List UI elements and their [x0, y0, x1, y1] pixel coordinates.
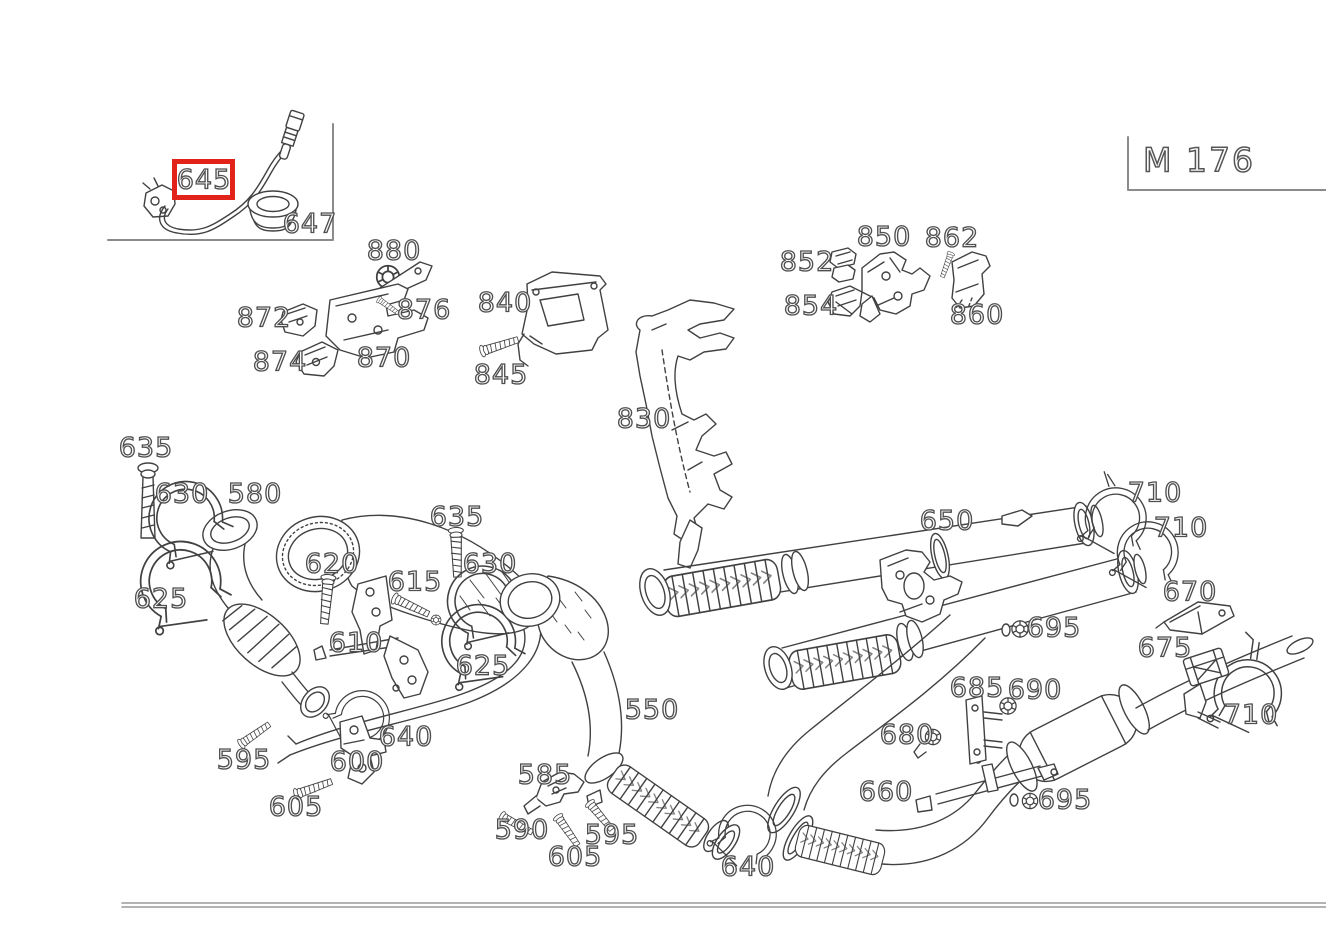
part-label-640[interactable]: 640	[378, 721, 434, 753]
drawing-part-874	[295, 341, 339, 377]
part-label-675[interactable]: 675	[1137, 632, 1193, 664]
title-frame	[1127, 136, 1326, 191]
part-label-630[interactable]: 630	[462, 548, 518, 580]
part-label-660[interactable]: 660	[858, 776, 914, 808]
drawing-part-660	[782, 635, 1314, 877]
drawing-part-647	[247, 190, 299, 232]
drawing-front-pipe-left	[202, 509, 330, 718]
part-label-670[interactable]: 670	[1162, 576, 1218, 608]
drawing-part-872	[280, 303, 318, 337]
part-label-647[interactable]: 647	[282, 208, 338, 240]
drawing-part-860	[951, 251, 991, 309]
drawing-part-695-a	[1001, 620, 1029, 638]
drawing-part-610	[313, 575, 429, 699]
drawing-part-840	[517, 271, 609, 367]
part-label-874[interactable]: 874	[252, 346, 308, 378]
drawing-part-675	[1182, 647, 1230, 687]
part-label-620[interactable]: 620	[304, 548, 360, 580]
part-label-605[interactable]: 605	[268, 791, 324, 823]
part-label-590[interactable]: 590	[494, 814, 550, 846]
part-label-862[interactable]: 862	[924, 222, 980, 254]
drawing-part-600	[339, 715, 387, 785]
part-label-585[interactable]: 585	[517, 759, 573, 791]
part-label-605[interactable]: 605	[547, 841, 603, 873]
drawing-part-680	[913, 728, 942, 759]
drawing-part-854	[827, 285, 863, 317]
part-label-685[interactable]: 685	[949, 672, 1005, 704]
part-label-876[interactable]: 876	[396, 294, 452, 326]
part-label-640[interactable]: 640	[720, 851, 776, 883]
part-label-610[interactable]: 610	[328, 627, 384, 659]
drawing-part-685	[965, 695, 1003, 765]
part-label-595[interactable]: 595	[584, 819, 640, 851]
part-label-860[interactable]: 860	[949, 299, 1005, 331]
part-label-710[interactable]: 710	[1153, 512, 1209, 544]
drawing-part-635-left	[137, 462, 159, 539]
part-label-845[interactable]: 845	[473, 359, 529, 391]
part-label-615[interactable]: 615	[387, 566, 443, 598]
part-label-690[interactable]: 690	[1007, 674, 1063, 706]
model-title: M 176	[1142, 140, 1255, 181]
part-label-870[interactable]: 870	[356, 342, 412, 374]
drawing-part-852	[829, 247, 857, 283]
drawing-part-585	[523, 771, 585, 815]
part-label-695[interactable]: 695	[1026, 612, 1082, 644]
part-label-650[interactable]: 650	[919, 505, 975, 537]
drawing-part-650	[639, 499, 1147, 834]
part-label-695[interactable]: 695	[1037, 784, 1093, 816]
part-label-850[interactable]: 850	[856, 221, 912, 253]
part-label-854[interactable]: 854	[783, 290, 839, 322]
part-label-625[interactable]: 625	[455, 650, 511, 682]
part-label-880[interactable]: 880	[366, 235, 422, 267]
part-label-625[interactable]: 625	[133, 583, 189, 615]
part-label-710[interactable]: 710	[1127, 477, 1183, 509]
part-label-635[interactable]: 635	[118, 432, 174, 464]
part-label-872[interactable]: 872	[236, 302, 292, 334]
drawing-part-850	[859, 251, 931, 323]
drawing-part-550	[499, 573, 741, 860]
part-label-630[interactable]: 630	[154, 478, 210, 510]
drawing-part-645	[142, 109, 305, 235]
part-label-600[interactable]: 600	[329, 746, 385, 778]
part-label-840[interactable]: 840	[477, 287, 533, 319]
drawing-part-870	[325, 261, 433, 359]
footer-rule	[121, 902, 1326, 908]
drawing-part-830	[635, 299, 735, 569]
drawing-part-670	[1155, 601, 1235, 635]
part-label-710[interactable]: 710	[1223, 699, 1279, 731]
inset-frame	[107, 123, 334, 241]
part-label-595[interactable]: 595	[216, 744, 272, 776]
drawing-part-710-a	[1075, 471, 1153, 560]
part-label-830[interactable]: 830	[616, 403, 672, 435]
drawing-part-695-b	[1009, 792, 1039, 810]
drawing-part-710-c	[1205, 631, 1287, 737]
part-label-645-highlighted[interactable]: 645	[176, 164, 232, 196]
part-label-580[interactable]: 580	[227, 478, 283, 510]
part-label-550[interactable]: 550	[624, 694, 680, 726]
part-label-635[interactable]: 635	[429, 501, 485, 533]
part-label-852[interactable]: 852	[779, 246, 835, 278]
part-label-680[interactable]: 680	[879, 719, 935, 751]
